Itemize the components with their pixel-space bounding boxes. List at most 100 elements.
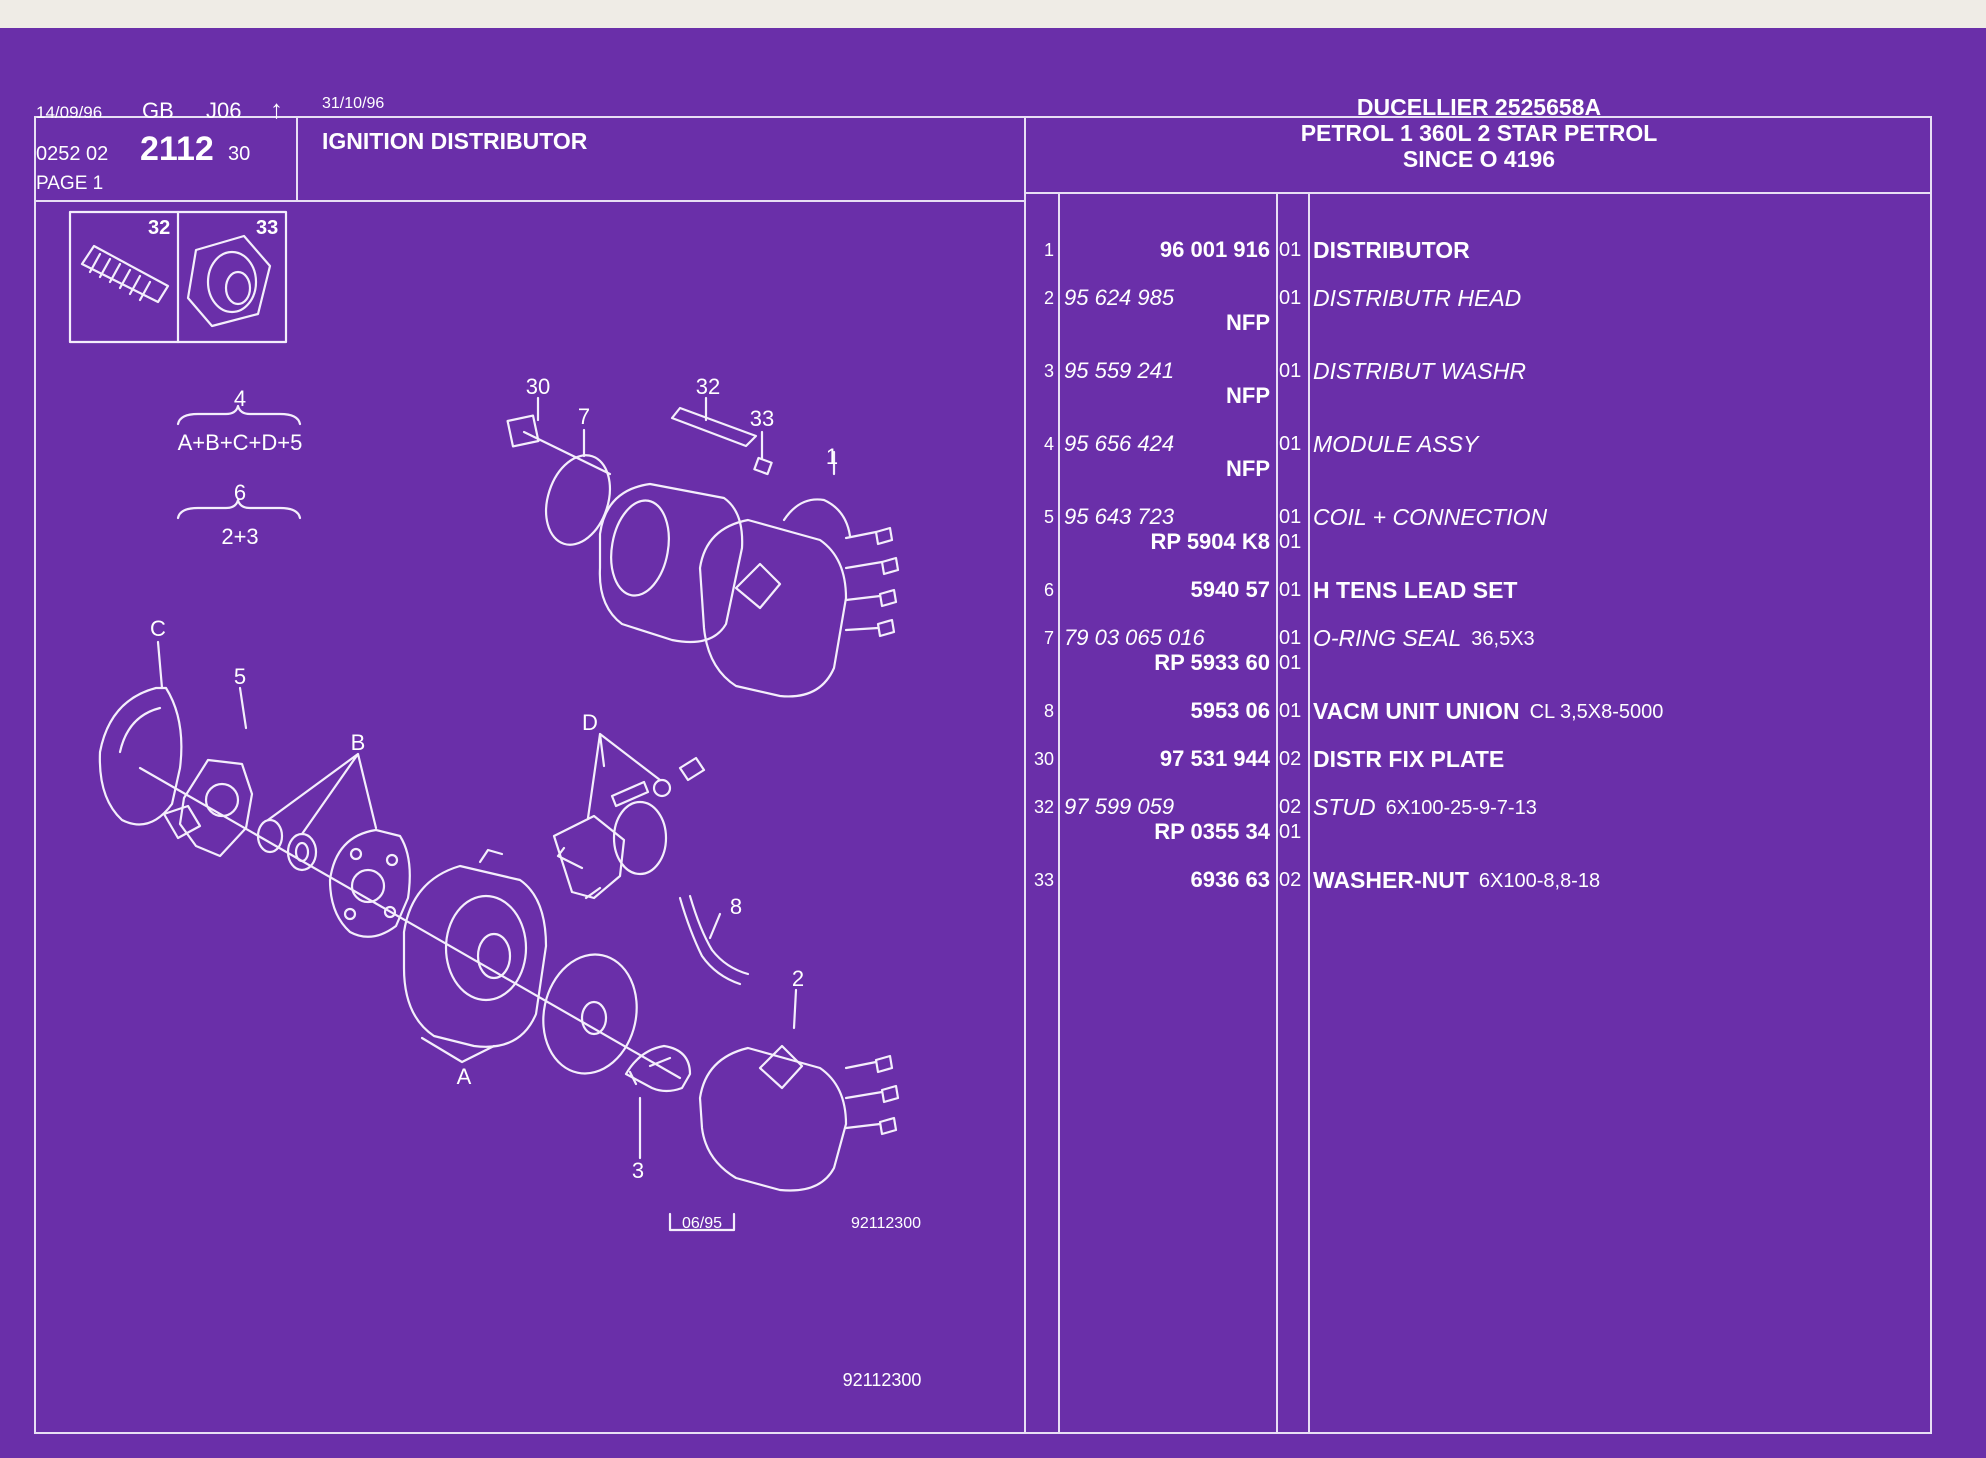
part-item-number: 3 — [1043, 361, 1054, 381]
header-ref-left: 0252 02 — [36, 143, 109, 165]
formula-2-expression: 2+3 — [221, 524, 258, 549]
exploded-parts-drawing — [98, 686, 900, 1192]
washer-nut-icon — [186, 234, 272, 328]
formula-1-expression: A+B+C+D+5 — [178, 430, 303, 455]
model-line-1: DUCELLIER 2525658A — [1356, 94, 1602, 120]
part-quantity: 01 — [1279, 433, 1302, 455]
part-b-reluctor — [328, 828, 411, 938]
part-reference: 79 03 065 016 — [1064, 625, 1205, 650]
exploded-diagram: 32 33 4 A+B+C+D+5 6 2+3 30 7 32 33 1 C 5… — [68, 210, 922, 1390]
divider-header-vertical — [296, 116, 298, 200]
part-quantity: 02 — [1279, 869, 1302, 891]
part-description: COIL + CONNECTION — [1313, 504, 1548, 530]
callout-8: 8 — [730, 894, 742, 919]
part-d-vacuum-unit — [552, 814, 626, 900]
part-item-number: 33 — [1033, 870, 1054, 890]
divider-vertical-main — [1024, 116, 1026, 1434]
parts-sheet: 14/09/96 GB J06 ↑ 0252 02 2112 30 PAGE 1… — [0, 28, 1986, 1458]
part-item-number: 2 — [1043, 288, 1054, 308]
part-item-number: 6 — [1043, 580, 1054, 600]
part-description: H TENS LEAD SET — [1313, 577, 1518, 603]
inset-label-32: 32 — [148, 217, 170, 239]
part-item-number: 1 — [1043, 240, 1054, 260]
part-sub-reference: NFP — [1226, 383, 1270, 408]
model-line-3: SINCE O 4196 — [1402, 146, 1556, 172]
part-dimensions: CL 3,5X8-5000 — [1529, 701, 1664, 723]
part-reference: 95 559 241 — [1064, 358, 1175, 383]
brace-2 — [176, 498, 302, 520]
part-description: MODULE ASSY — [1313, 431, 1479, 457]
part-5-module — [178, 758, 254, 858]
callout-a: A — [457, 1064, 472, 1089]
part-8-tube — [678, 896, 742, 986]
column-line-qty-left — [1276, 192, 1278, 1434]
edition-date: 06/95 — [682, 1215, 722, 1232]
header-lang: GB — [142, 98, 174, 123]
part-reference: 95 643 723 — [1064, 504, 1175, 529]
callout-d: D — [582, 710, 598, 735]
callout-32: 32 — [696, 374, 720, 399]
part-reference: 5940 57 — [1190, 577, 1270, 602]
part-item-number: 5 — [1043, 507, 1054, 527]
distributor-assembly-drawing — [506, 406, 900, 698]
part-quantity-secondary: 01 — [1279, 531, 1302, 553]
up-arrow-icon: ↑ — [270, 94, 283, 124]
callout-2: 2 — [792, 966, 804, 991]
header-date: 14/09/96 — [36, 103, 103, 122]
part-description: DISTR FIX PLATE — [1313, 746, 1505, 772]
part-sub-reference: RP 5904 K8 — [1150, 529, 1270, 554]
part-quantity-secondary: 01 — [1279, 652, 1302, 674]
formula-1-number: 4 — [234, 386, 246, 411]
stud-icon — [80, 244, 170, 304]
callout-30: 30 — [526, 374, 550, 399]
model-line-2: PETROL 1 360L 2 STAR PETROL — [1300, 120, 1658, 146]
inset-parts-box — [68, 210, 288, 344]
edition-box — [668, 1212, 736, 1232]
part-reference: 95 624 985 — [1064, 285, 1175, 310]
callout-5: 5 — [234, 664, 246, 689]
formula-2-number: 6 — [234, 480, 246, 505]
part-sub-reference: NFP — [1226, 310, 1270, 335]
header-ref-main: 2112 — [140, 130, 214, 168]
divider-header-left — [34, 200, 1024, 202]
sheet-number: 92112300 — [843, 1370, 922, 1390]
header-ref-right: 30 — [228, 143, 251, 165]
column-line-qty-right — [1308, 192, 1310, 1434]
part-quantity: 02 — [1279, 796, 1302, 818]
part-sub-reference: RP 0355 34 — [1154, 819, 1270, 844]
inset-label-33: 33 — [256, 217, 278, 239]
part-quantity: 01 — [1279, 579, 1302, 601]
part-dimensions: 36,5X3 — [1471, 628, 1535, 650]
part-description: DISTRIBUTR HEAD — [1313, 285, 1522, 311]
callout-c: C — [150, 616, 166, 641]
part-item-number: 4 — [1043, 434, 1054, 454]
header-update-date: 31/10/96 — [322, 95, 385, 112]
part-description: WASHER-NUT — [1313, 867, 1469, 893]
part-c-cap-ring — [98, 686, 183, 826]
part-quantity: 01 — [1279, 627, 1302, 649]
part-sub-reference: RP 5933 60 — [1154, 650, 1270, 675]
part-quantity: 01 — [1279, 239, 1302, 261]
part-quantity-secondary: 01 — [1279, 821, 1302, 843]
divider-header-right — [1024, 192, 1932, 194]
part-sub-reference: NFP — [1226, 456, 1270, 481]
header-code: J06 — [206, 98, 242, 123]
brace-1 — [176, 404, 302, 426]
part-reference: 97 599 059 — [1064, 794, 1175, 819]
part-quantity: 01 — [1279, 360, 1302, 382]
callout-1: 1 — [826, 444, 838, 469]
part-description: O-RING SEAL — [1313, 625, 1462, 651]
callout-3: 3 — [632, 1158, 644, 1183]
part-reference: 6936 63 — [1190, 867, 1270, 892]
part-reference: 97 531 944 — [1159, 746, 1270, 771]
leader-lines — [156, 396, 836, 1160]
page-frame — [34, 116, 1932, 1434]
part-quantity: 02 — [1279, 748, 1302, 770]
part-reference: 5953 06 — [1190, 698, 1270, 723]
part-dimensions: 6X100-8,8-18 — [1478, 870, 1601, 892]
part-item-number: 30 — [1033, 749, 1054, 769]
part-description: STUD — [1313, 794, 1376, 820]
part-reference: 96 001 916 — [1159, 237, 1270, 262]
page-title: IGNITION DISTRIBUTOR — [322, 128, 588, 154]
part-3-rotor — [624, 1044, 692, 1093]
